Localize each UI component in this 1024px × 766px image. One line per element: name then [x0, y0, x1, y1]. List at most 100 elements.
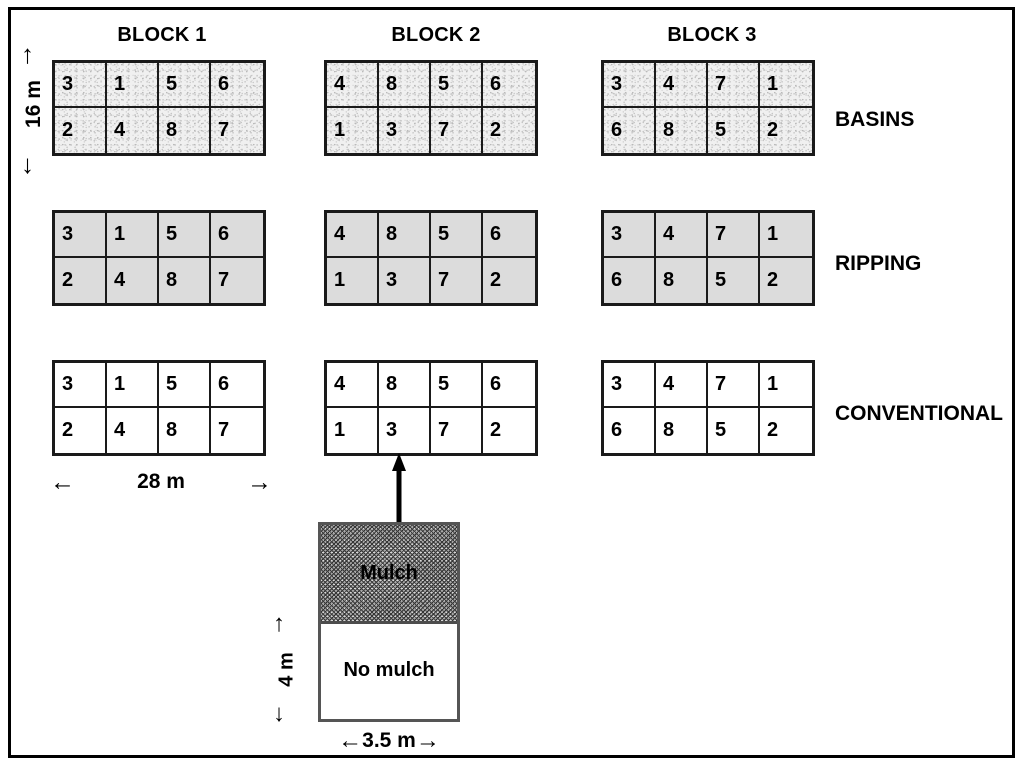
plot-cell[interactable]: 6 [211, 213, 263, 258]
plot-cell[interactable]: 6 [211, 63, 263, 108]
plot-grid-conventional-block2[interactable]: 4 8 5 6 1 3 7 2 [324, 360, 538, 456]
plot-cell[interactable]: 2 [760, 258, 812, 303]
plot-grid-ripping-block3[interactable]: 3 4 7 1 6 8 5 2 [601, 210, 815, 306]
plot-cell[interactable]: 7 [708, 213, 760, 258]
plot-cell[interactable]: 5 [708, 108, 760, 153]
plot-cell[interactable]: 6 [483, 363, 535, 408]
plot-cell[interactable]: 5 [159, 213, 211, 258]
plot-cell[interactable]: 8 [159, 258, 211, 303]
plot-grid-conventional-block3[interactable]: 3 4 7 1 6 8 5 2 [601, 360, 815, 456]
plot-cell[interactable]: 6 [483, 63, 535, 108]
plot-cell[interactable]: 4 [107, 408, 159, 453]
subplot-no-mulch-half[interactable]: No mulch [321, 624, 457, 716]
figure-border [8, 7, 1015, 758]
plot-cell[interactable]: 8 [656, 108, 708, 153]
dimension-28m-label: 28 m [137, 470, 185, 493]
plot-cell[interactable]: 8 [656, 408, 708, 453]
plot-grid-basins-block1[interactable]: 3 1 5 6 2 4 8 7 [52, 60, 266, 156]
plot-cell[interactable]: 5 [431, 63, 483, 108]
plot-cell[interactable]: 3 [379, 258, 431, 303]
plot-cell[interactable]: 8 [656, 258, 708, 303]
plot-cell[interactable]: 4 [656, 363, 708, 408]
plot-cell[interactable]: 4 [656, 213, 708, 258]
arrow-down-icon: ↓ [273, 700, 285, 727]
plot-cell[interactable]: 7 [211, 108, 263, 153]
plot-cell[interactable]: 6 [211, 363, 263, 408]
plot-cell[interactable]: 5 [159, 63, 211, 108]
plot-cell[interactable]: 3 [379, 108, 431, 153]
arrow-left-icon: ← [338, 727, 363, 754]
plot-cell[interactable]: 4 [107, 108, 159, 153]
plot-cell[interactable]: 2 [760, 108, 812, 153]
plot-cell[interactable]: 3 [55, 363, 107, 408]
plot-cell[interactable]: 7 [431, 408, 483, 453]
plot-cell[interactable]: 5 [431, 213, 483, 258]
plot-cell[interactable]: 1 [107, 363, 159, 408]
plot-cell[interactable]: 1 [327, 108, 379, 153]
mulch-label: Mulch [360, 561, 418, 584]
arrow-right-icon: → [415, 727, 440, 754]
callout-arrow-icon [392, 453, 406, 524]
plot-cell[interactable]: 3 [604, 63, 656, 108]
plot-cell[interactable]: 4 [327, 63, 379, 108]
plot-cell[interactable]: 2 [483, 258, 535, 303]
plot-cell[interactable]: 4 [327, 213, 379, 258]
plot-cell[interactable]: 7 [211, 408, 263, 453]
plot-cell[interactable]: 6 [604, 108, 656, 153]
plot-cell[interactable]: 6 [483, 213, 535, 258]
plot-cell[interactable]: 4 [656, 63, 708, 108]
plot-cell[interactable]: 4 [107, 258, 159, 303]
plot-cell[interactable]: 2 [55, 108, 107, 153]
plot-cell[interactable]: 5 [159, 363, 211, 408]
plot-grid-basins-block2[interactable]: 4 8 5 6 1 3 7 2 [324, 60, 538, 156]
plot-cell[interactable]: 7 [211, 258, 263, 303]
plot-cell[interactable]: 2 [55, 258, 107, 303]
plot-cell[interactable]: 2 [483, 408, 535, 453]
plot-cell[interactable]: 8 [379, 363, 431, 408]
treatment-label-conventional: CONVENTIONAL [835, 402, 1003, 425]
plot-cell[interactable]: 1 [327, 258, 379, 303]
subplot-detail-box[interactable]: Mulch No mulch [318, 522, 460, 722]
plot-cell[interactable]: 2 [55, 408, 107, 453]
plot-cell[interactable]: 7 [431, 108, 483, 153]
plot-cell[interactable]: 4 [327, 363, 379, 408]
plot-cell[interactable]: 5 [708, 258, 760, 303]
plot-cell[interactable]: 8 [379, 63, 431, 108]
plot-cell[interactable]: 1 [107, 213, 159, 258]
plot-cell[interactable]: 1 [760, 363, 812, 408]
plot-cell[interactable]: 1 [327, 408, 379, 453]
plot-cell[interactable]: 3 [55, 213, 107, 258]
plot-cell[interactable]: 1 [760, 213, 812, 258]
subplot-mulch-half[interactable]: Mulch [321, 525, 457, 624]
plot-grid-conventional-block1[interactable]: 3 1 5 6 2 4 8 7 [52, 360, 266, 456]
block-title-1: BLOCK 1 [117, 24, 207, 46]
plot-cell[interactable]: 6 [604, 258, 656, 303]
plot-cell[interactable]: 3 [604, 213, 656, 258]
plot-cell[interactable]: 8 [159, 408, 211, 453]
plot-cell[interactable]: 7 [431, 258, 483, 303]
plot-cell[interactable]: 7 [708, 363, 760, 408]
block-title-2: BLOCK 2 [391, 24, 481, 46]
plot-grid-ripping-block1[interactable]: 3 1 5 6 2 4 8 7 [52, 210, 266, 306]
plot-grid-ripping-block2[interactable]: 4 8 5 6 1 3 7 2 [324, 210, 538, 306]
plot-cell[interactable]: 5 [708, 408, 760, 453]
plot-cell[interactable]: 3 [604, 363, 656, 408]
plot-grid-basins-block3[interactable]: 3 4 7 1 6 8 5 2 [601, 60, 815, 156]
plot-cell[interactable]: 5 [431, 363, 483, 408]
plot-cell[interactable]: 1 [107, 63, 159, 108]
plot-cell[interactable]: 6 [604, 408, 656, 453]
plot-cell[interactable]: 3 [379, 408, 431, 453]
plot-cell[interactable]: 8 [379, 213, 431, 258]
dimension-16m: ↑ 16 m ↓ [18, 41, 52, 180]
plot-cell[interactable]: 7 [708, 63, 760, 108]
plot-cell[interactable]: 3 [55, 63, 107, 108]
plot-cell[interactable]: 2 [483, 108, 535, 153]
plot-cell[interactable]: 8 [159, 108, 211, 153]
plot-cell[interactable]: 1 [760, 63, 812, 108]
dimension-16m-label: 16 m [22, 80, 45, 128]
arrow-up-icon: ↑ [21, 39, 34, 69]
treatment-label-ripping: RIPPING [835, 252, 922, 275]
no-mulch-label: No mulch [343, 658, 435, 681]
plot-cell[interactable]: 2 [760, 408, 812, 453]
